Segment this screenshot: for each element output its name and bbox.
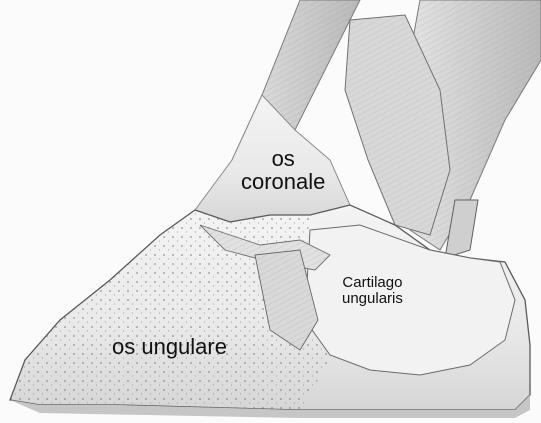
label-cartilago-ungularis: Cartilago ungularis [342, 275, 403, 307]
cartilago-ungularis [305, 225, 515, 375]
label-os-coronale: os coronale [241, 147, 325, 193]
label-os-coronale-line1: os [241, 147, 325, 170]
label-os-coronale-line2: coronale [241, 170, 325, 193]
label-cartilago-line2: ungularis [342, 291, 403, 307]
label-os-ungulare: os ungulare [112, 335, 227, 358]
label-cartilago-line1: Cartilago [342, 275, 403, 291]
